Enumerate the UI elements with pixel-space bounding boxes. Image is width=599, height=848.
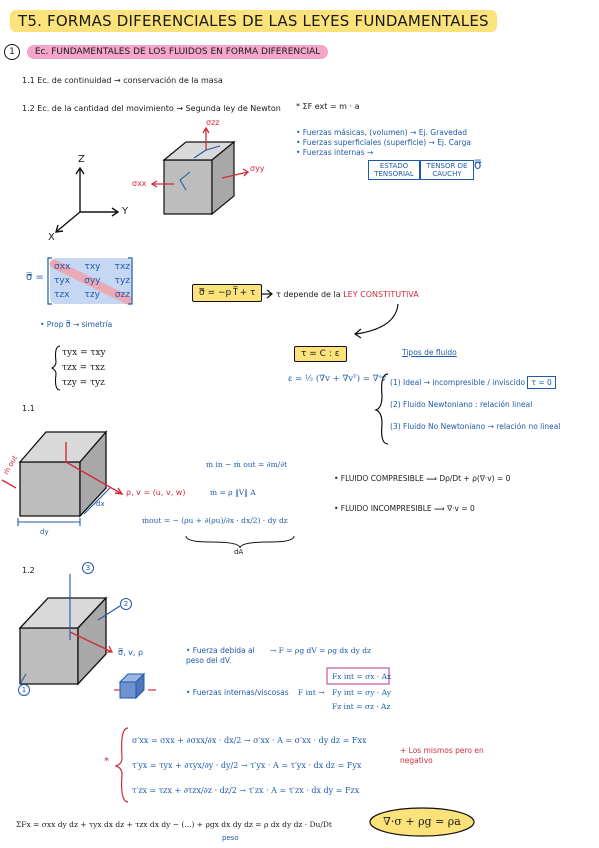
small-cube-icon — [118, 672, 146, 700]
weight-force-eq: → F = ρg dV = ρg dx dy dz — [270, 646, 371, 655]
matrix-label: σ̿ = — [26, 272, 44, 283]
internal-forces-text: • Fuerzas internas/viscosas — [186, 688, 289, 697]
asterisk-marker: * — [104, 756, 109, 767]
newton-equation: * ΣF ext = m · a — [296, 102, 360, 111]
cauchy-equation-box: σ̿ = −p I̿ + τ — [192, 284, 263, 302]
page-title: T5. FORMAS DIFERENCIALES DE LAS LEYES FU… — [10, 10, 497, 32]
sigma-symbol: σ̿ — [474, 158, 482, 172]
epsilon-equation: ε = ½ (∇v + ∇vᵀ) = ∇ˢv — [288, 374, 387, 384]
section-number: 1 — [4, 44, 20, 60]
peso-label: peso — [222, 834, 239, 842]
tau-equation-box: τ = C : ε — [294, 346, 347, 362]
dy-label: dy — [40, 528, 49, 536]
state-variables-label: σ̿, v, ρ — [118, 648, 144, 657]
subsection-1-2-b: 1.2 — [22, 566, 35, 575]
final-equation: ∇·σ + ρg = ρa — [383, 815, 461, 828]
tipo-item: (2) Fluido Newtoniano : relación lineal — [390, 399, 533, 409]
face-1-marker: 1 — [18, 684, 30, 696]
estado-tensorial-box: ESTADO TENSORIAL — [368, 160, 420, 180]
section-label: Ec. FUNDAMENTALES DE LOS FLUIDOS EN FORM… — [26, 45, 329, 59]
weight-force-text: • Fuerza debida al peso del dV. — [186, 646, 255, 666]
sigma-xx-label: σxx — [132, 179, 147, 188]
subsection-1-1: 1.1 Ec. de continuidad → conservación de… — [22, 76, 223, 85]
rho-velocity-label: ρ, v = (u, v, w) — [126, 488, 186, 497]
section-heading: 1 Ec. FUNDAMENTALES DE LOS FLUIDOS EN FO… — [4, 44, 329, 60]
mout-eq: ṁout = − (ρu + ∂(ρu)/∂x · dx/2) · dy dz — [142, 516, 288, 525]
compressible-eq: • FLUIDO COMPRESIBLE ⟹ Dρ/Dt + ρ(∇·v) = … — [334, 474, 511, 483]
tensor-cauchy-box: TENSOR DE CAUCHY — [420, 160, 474, 180]
same-negative-note: + Los mismos pero en negativo — [400, 746, 484, 766]
tipos-heading: Tipos de fluido — [402, 348, 457, 357]
subsection-1-1-b: 1.1 — [22, 404, 35, 413]
incompressible-eq: • FLUIDO INCOMPRESIBLE ⟹ ∇·v = 0 — [334, 504, 475, 513]
final-equation-oval — [369, 807, 475, 837]
mass-balance-eq: ṁ in − ṁ out = ∂m/∂t — [206, 460, 288, 469]
subsection-1-2: 1.2 Ec. de la cantidad del movimiento → … — [22, 104, 281, 113]
force-item: • Fuerzas internas → — [296, 148, 374, 158]
sigma-yy-label: σyy — [250, 164, 265, 173]
dA-label: dA — [234, 548, 244, 556]
tipo-item: (1) Ideal → incompresible / inviscido τ … — [390, 372, 590, 394]
fx-box — [326, 667, 390, 685]
axes-icon — [55, 166, 120, 233]
sum-forces-eq: ΣFx = σxx dy dz + τyx dx dz + τzx dx dy … — [16, 820, 332, 829]
tipos-list: (1) Ideal → incompresible / inviscido τ … — [390, 372, 590, 437]
mass-flow-eq: ṁ = ρ ‖V‖ A — [210, 488, 256, 497]
face-2-marker: 2 — [120, 598, 132, 610]
control-volume-cube-icon — [18, 430, 108, 518]
stress-expansion: σ′xx = σxx + ∂σxx/∂x · dx/2 → σ′xx · A =… — [132, 736, 367, 795]
forces-cube-icon — [18, 596, 108, 686]
face-3-marker: 3 — [82, 562, 94, 574]
symmetry-property: • Prop σ̿ → simetría — [40, 320, 113, 329]
axis-z-label: Z — [78, 154, 85, 165]
sigma-zz-label: σzz — [206, 118, 220, 127]
fy-eq: Fy int = σy · Ay — [332, 688, 391, 697]
forces-list: • Fuerzas másicas, (volumen) → Ej. Grave… — [296, 128, 586, 158]
fz-eq: Fz int = σz · Az — [332, 702, 391, 711]
tipo-item: (3) Fluido No Newtoniano → relación no l… — [390, 421, 561, 431]
depende-text: τ depende de la LEY CONSTITUTIVA — [276, 290, 419, 299]
axis-y-label: Y — [122, 206, 129, 217]
force-item: • Fuerzas superficiales (superficie) → E… — [296, 138, 471, 148]
dx-label: dx — [96, 500, 105, 508]
fx-eq: Fx int = σx · Ax — [332, 672, 392, 681]
axis-x-label: X — [48, 232, 55, 243]
internal-forces-arrow: F int → — [298, 688, 325, 697]
force-item: • Fuerzas másicas, (volumen) → Ej. Grave… — [296, 128, 467, 137]
